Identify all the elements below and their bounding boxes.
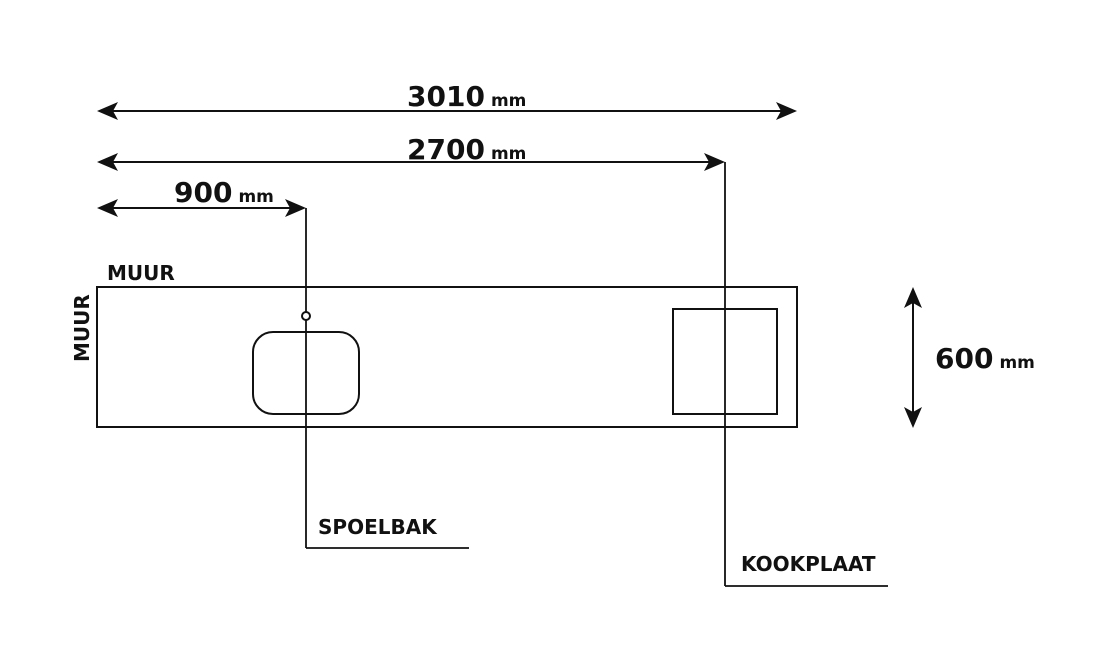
arrowhead-left <box>97 102 118 120</box>
countertop-outline <box>96 286 798 428</box>
arrowhead-bottom <box>904 407 922 428</box>
arrowhead-right <box>776 102 797 120</box>
arrowhead-top <box>904 287 922 308</box>
arrowhead-right <box>704 153 725 171</box>
wall-label-left: MUUR <box>70 294 94 362</box>
arrowhead-right <box>285 199 306 217</box>
arrowhead-left <box>97 199 118 217</box>
cooktop-leader: KOOKPLAAT <box>724 162 888 587</box>
sink-leader: SPOELBAK <box>305 208 469 549</box>
sink-label: SPOELBAK <box>318 515 438 539</box>
faucet-hole <box>301 311 311 321</box>
wall-label-top: MUUR <box>107 261 175 285</box>
arrowhead-left <box>97 153 118 171</box>
cooktop-label: KOOKPLAAT <box>741 552 876 576</box>
